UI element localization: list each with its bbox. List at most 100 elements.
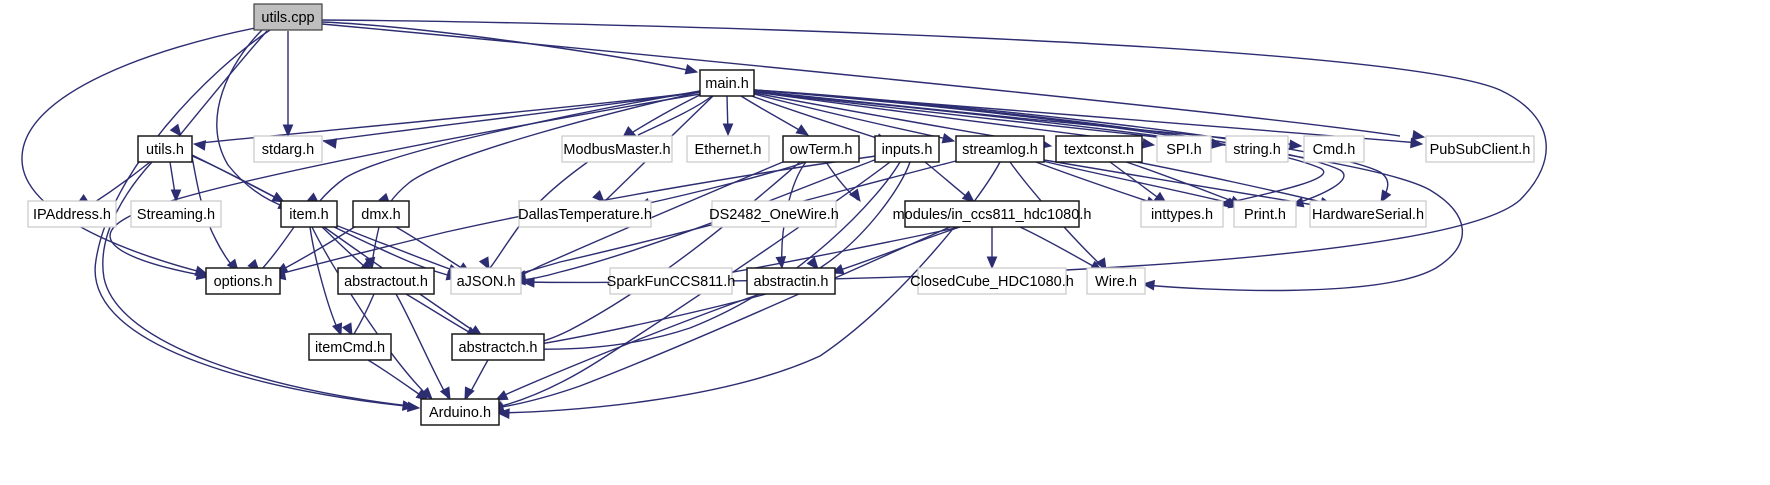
graph-node-abstractin-h[interactable]: abstractin.h [746, 267, 836, 295]
node-box[interactable] [746, 267, 836, 295]
graph-node-textconst-h[interactable]: textconst.h [1055, 135, 1143, 163]
graph-node-utils-cpp[interactable]: utils.cpp [253, 3, 323, 31]
graph-arrowhead [1410, 137, 1424, 149]
node-label: inttypes.h [1151, 207, 1213, 223]
node-box[interactable] [451, 333, 545, 361]
node-box[interactable] [1309, 200, 1427, 228]
node-box[interactable] [1425, 135, 1535, 163]
node-box[interactable] [699, 69, 755, 97]
node-box[interactable] [874, 135, 940, 163]
node-box[interactable] [27, 200, 117, 228]
node-label: Wire.h [1095, 274, 1137, 290]
graph-edge [388, 91, 701, 205]
graph-node-item-h[interactable]: item.h [280, 200, 338, 228]
node-box[interactable] [450, 267, 522, 295]
node-box[interactable] [1156, 135, 1212, 163]
graph-node-itemcmd-h[interactable]: itemCmd.h [308, 333, 392, 361]
node-box[interactable] [352, 200, 410, 228]
node-box[interactable] [1086, 267, 1146, 295]
graph-edge [1019, 226, 1101, 271]
graph-node-arduino-h[interactable]: Arduino.h [420, 398, 500, 426]
graph-node-modbusmaster-h[interactable]: ModbusMaster.h [561, 135, 673, 163]
graph-node-ds2482-h[interactable]: DS2482_OneWire.h [709, 200, 839, 228]
node-label: options.h [214, 274, 273, 290]
node-box[interactable] [609, 267, 733, 295]
graph-node-owterm-h[interactable]: owTerm.h [782, 135, 860, 163]
graph-node-streaming-h[interactable]: Streaming.h [130, 200, 222, 228]
node-box[interactable] [308, 333, 392, 361]
node-label: string.h [1233, 142, 1281, 158]
node-box[interactable] [420, 398, 500, 426]
node-box[interactable] [253, 3, 323, 31]
graph-node-abstractch-h[interactable]: abstractch.h [451, 333, 545, 361]
node-box[interactable] [137, 135, 193, 163]
graph-arrowhead [592, 190, 605, 203]
graph-node-string-h[interactable]: string.h [1225, 135, 1289, 163]
graph-node-inputs-h[interactable]: inputs.h [874, 135, 940, 163]
node-label: dmx.h [361, 207, 401, 223]
node-box[interactable] [518, 200, 652, 228]
graph-edge [489, 93, 703, 269]
node-label: Cmd.h [1313, 142, 1356, 158]
node-box[interactable] [917, 267, 1067, 295]
node-box[interactable] [782, 135, 860, 163]
graph-node-streamlog-h[interactable]: streamlog.h [955, 135, 1045, 163]
graph-node-in-ccs811-h[interactable]: modules/in_ccs811_hdc1080.h [893, 200, 1092, 228]
graph-arrowhead [684, 64, 699, 75]
node-box[interactable] [1055, 135, 1143, 163]
node-label: inputs.h [882, 142, 933, 158]
graph-node-utils-h[interactable]: utils.h [137, 135, 193, 163]
graph-arrowhead [806, 256, 819, 270]
graph-arrowhead [1210, 138, 1225, 149]
graph-node-ajson-h[interactable]: aJSON.h [450, 267, 522, 295]
graph-node-ipaddress-h[interactable]: IPAddress.h [27, 200, 117, 228]
node-box[interactable] [955, 135, 1045, 163]
graph-node-cmd-h[interactable]: Cmd.h [1303, 135, 1365, 163]
node-label: ModbusMaster.h [563, 142, 670, 158]
node-label: ClosedCube_HDC1080.h [910, 274, 1074, 290]
graph-arrowheads [77, 64, 1426, 419]
graph-node-inttypes-h[interactable]: inttypes.h [1140, 200, 1224, 228]
graph-arrowhead [1095, 257, 1107, 272]
graph-node-main-h[interactable]: main.h [699, 69, 755, 97]
node-box[interactable] [130, 200, 222, 228]
node-label: Arduino.h [429, 405, 491, 421]
node-label: Ethernet.h [695, 142, 762, 158]
graph-node-spi-h[interactable]: SPI.h [1156, 135, 1212, 163]
graph-node-stdarg-h[interactable]: stdarg.h [253, 135, 323, 163]
node-box[interactable] [711, 200, 837, 228]
graph-nodes: utils.cpp main.h utils.h stdarg.h ModbusMast… [27, 3, 1535, 426]
graph-edge [179, 30, 268, 136]
node-box[interactable] [561, 135, 673, 163]
node-box[interactable] [686, 135, 770, 163]
graph-arrowhead [1380, 189, 1392, 204]
graph-node-print-h[interactable]: Print.h [1233, 200, 1297, 228]
node-label: textconst.h [1064, 142, 1134, 158]
node-box[interactable] [205, 267, 281, 295]
graph-edge [511, 157, 881, 282]
node-box[interactable] [253, 135, 323, 163]
graph-arrowhead [941, 133, 956, 144]
node-box[interactable] [1233, 200, 1297, 228]
graph-node-dmx-h[interactable]: dmx.h [352, 200, 410, 228]
graph-node-options-h[interactable]: options.h [205, 267, 281, 295]
graph-node-sparkfun-h[interactable]: SparkFunCCS811.h [607, 267, 736, 295]
graph-arrowhead [341, 322, 353, 337]
graph-edge [321, 226, 371, 272]
graph-node-wire-h[interactable]: Wire.h [1086, 267, 1146, 295]
node-box[interactable] [904, 200, 1080, 228]
node-box[interactable] [280, 200, 338, 228]
node-box[interactable] [1303, 135, 1365, 163]
node-box[interactable] [1140, 200, 1224, 228]
graph-node-ethernet-h[interactable]: Ethernet.h [686, 135, 770, 163]
graph-node-abstractout-h[interactable]: abstractout.h [337, 267, 435, 295]
node-label: itemCmd.h [315, 340, 385, 356]
graph-node-dallastemp-h[interactable]: DallasTemperature.h [518, 200, 652, 228]
node-box[interactable] [1225, 135, 1289, 163]
graph-node-pubsubclient-h[interactable]: PubSubClient.h [1425, 135, 1535, 163]
node-label: aJSON.h [457, 274, 516, 290]
node-box[interactable] [337, 267, 435, 295]
graph-arrowhead [1141, 138, 1156, 149]
graph-node-closedcube-h[interactable]: ClosedCube_HDC1080.h [910, 267, 1074, 295]
graph-node-hwserial-h[interactable]: HardwareSerial.h [1309, 200, 1427, 228]
